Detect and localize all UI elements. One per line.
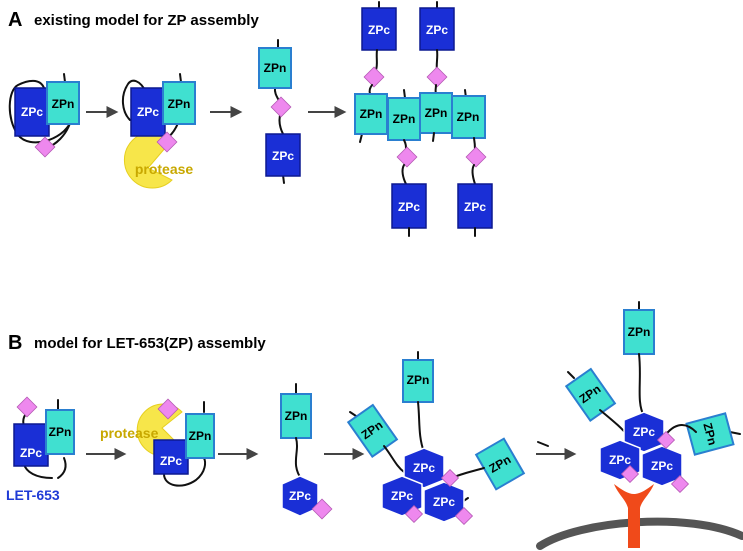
svg-text:ZPn: ZPn bbox=[285, 409, 308, 423]
panel-b-letter: B bbox=[8, 332, 22, 354]
zpc-domain: ZPc bbox=[130, 87, 166, 137]
zpn-domain: ZPn bbox=[387, 97, 421, 141]
panel-b-title: model for LET-653(ZP) assembly bbox=[34, 335, 266, 352]
zpn-domain: ZPn bbox=[258, 47, 292, 89]
zpn-domain: ZPn bbox=[685, 412, 735, 456]
panel-a-step1-folded-precursor: ZPc ZPn bbox=[8, 73, 80, 158]
cleavage-site bbox=[454, 506, 474, 526]
zpc-domain: ZPc bbox=[641, 445, 683, 487]
svg-text:ZPn: ZPn bbox=[264, 61, 287, 75]
zpn-domain: ZPn bbox=[162, 81, 196, 125]
panel-b-step5-membrane-anchored: ZPn ZPn ZPn ZPc ZPc ZPc bbox=[536, 301, 743, 550]
panel-a-step4-filament: ZPc ZPc ZPn ZPn ZPn ZPn ZPc ZPc bbox=[354, 1, 493, 237]
panel-b-step3-monomer: ZPn ZPc bbox=[280, 383, 333, 520]
svg-text:ZPc: ZPc bbox=[464, 200, 486, 214]
cleavage-site bbox=[363, 66, 385, 88]
zpn-domain: ZPn bbox=[185, 413, 215, 459]
svg-text:ZPc: ZPc bbox=[651, 459, 673, 473]
panel-b-step1-let653-precursor: ZPc ZPn LET-653 bbox=[6, 396, 75, 503]
zpn-domain: ZPn bbox=[451, 95, 486, 139]
svg-text:ZPc: ZPc bbox=[289, 489, 311, 503]
svg-text:ZPn: ZPn bbox=[407, 373, 430, 387]
zpc-domain: ZPc bbox=[153, 439, 189, 475]
svg-text:ZPc: ZPc bbox=[398, 200, 420, 214]
cleavage-site bbox=[311, 498, 333, 520]
zpc-domain: ZPc bbox=[281, 475, 319, 517]
zpn-domain: ZPn bbox=[419, 92, 453, 134]
zpc-domain: ZPc bbox=[457, 183, 493, 229]
svg-text:ZPn: ZPn bbox=[425, 106, 448, 120]
zpc-domain: ZPc bbox=[265, 133, 301, 177]
svg-text:ZPn: ZPn bbox=[49, 425, 72, 439]
svg-text:ZPc: ZPc bbox=[609, 453, 631, 467]
cleavage-site bbox=[656, 430, 676, 450]
cleavage-site bbox=[620, 464, 640, 484]
svg-text:ZPc: ZPc bbox=[160, 454, 182, 468]
zpc-domain: ZPc bbox=[391, 183, 427, 229]
svg-text:ZPn: ZPn bbox=[52, 97, 75, 111]
cleavage-site bbox=[156, 131, 178, 153]
panel-a-title: existing model for ZP assembly bbox=[34, 12, 259, 29]
cleavage-site bbox=[270, 96, 292, 118]
svg-text:ZPc: ZPc bbox=[21, 105, 43, 119]
svg-text:ZPc: ZPc bbox=[391, 489, 413, 503]
zpn-domain: ZPn bbox=[45, 409, 75, 455]
zpn-domain: ZPn bbox=[354, 93, 388, 135]
zpn-domain: ZPn bbox=[280, 393, 312, 439]
svg-text:ZPc: ZPc bbox=[413, 461, 435, 475]
panel-a-step2-protease-cleavage: ZPc ZPn protease bbox=[122, 73, 196, 189]
svg-text:ZPc: ZPc bbox=[426, 23, 448, 37]
zpn-domain: ZPn bbox=[623, 309, 655, 355]
cleavage-site bbox=[157, 398, 179, 420]
cleavage-site bbox=[670, 474, 690, 494]
svg-text:ZPn: ZPn bbox=[168, 97, 191, 111]
cleavage-site bbox=[34, 136, 56, 158]
membrane-receptor bbox=[614, 484, 654, 548]
zpc-domain: ZPc bbox=[381, 475, 423, 517]
zpc-domain: ZPc bbox=[14, 87, 50, 137]
panel-a-letter: A bbox=[8, 9, 22, 31]
panel-b-step2-protease-cleavage: protease ZPc ZPn bbox=[100, 398, 215, 487]
svg-text:ZPn: ZPn bbox=[700, 421, 719, 447]
cleavage-site bbox=[396, 146, 418, 168]
zpn-domain: ZPn bbox=[402, 359, 434, 403]
svg-text:ZPn: ZPn bbox=[628, 325, 651, 339]
zpc-domain: ZPc bbox=[361, 7, 397, 51]
protease-label: protease bbox=[100, 425, 159, 441]
panel-b-step4-aggregate: ZPn ZPn ZPn ZPc ZPc ZPc bbox=[346, 351, 549, 526]
protease-label: protease bbox=[135, 161, 194, 177]
svg-text:ZPn: ZPn bbox=[360, 107, 383, 121]
svg-text:ZPc: ZPc bbox=[433, 495, 455, 509]
zpn-domain: ZPn bbox=[474, 437, 526, 491]
svg-text:ZPc: ZPc bbox=[272, 149, 294, 163]
svg-text:ZPc: ZPc bbox=[633, 425, 655, 439]
svg-text:ZPc: ZPc bbox=[20, 446, 42, 460]
zpc-domain: ZPc bbox=[13, 423, 49, 467]
zpc-domain: ZPc bbox=[403, 447, 445, 489]
zpc-domain: ZPc bbox=[419, 7, 455, 51]
cleavage-site bbox=[404, 504, 424, 524]
svg-text:ZPn: ZPn bbox=[189, 429, 212, 443]
cleavage-site bbox=[440, 468, 460, 488]
cleavage-site bbox=[426, 66, 448, 88]
svg-text:ZPc: ZPc bbox=[368, 23, 390, 37]
zpn-domain: ZPn bbox=[46, 81, 80, 125]
cleavage-site bbox=[465, 146, 487, 168]
svg-text:ZPc: ZPc bbox=[137, 105, 159, 119]
membrane bbox=[536, 517, 743, 550]
zpc-domain: ZPc bbox=[623, 411, 665, 453]
svg-text:ZPn: ZPn bbox=[457, 110, 480, 124]
let653-label: LET-653 bbox=[6, 487, 60, 503]
zpc-domain: ZPc bbox=[423, 481, 465, 523]
panel-a-step3-monomer: ZPn ZPc bbox=[258, 39, 301, 184]
zpn-domain: ZPn bbox=[564, 367, 617, 423]
cleavage-site bbox=[16, 396, 38, 418]
svg-text:ZPn: ZPn bbox=[393, 112, 416, 126]
zpn-domain: ZPn bbox=[346, 403, 399, 459]
